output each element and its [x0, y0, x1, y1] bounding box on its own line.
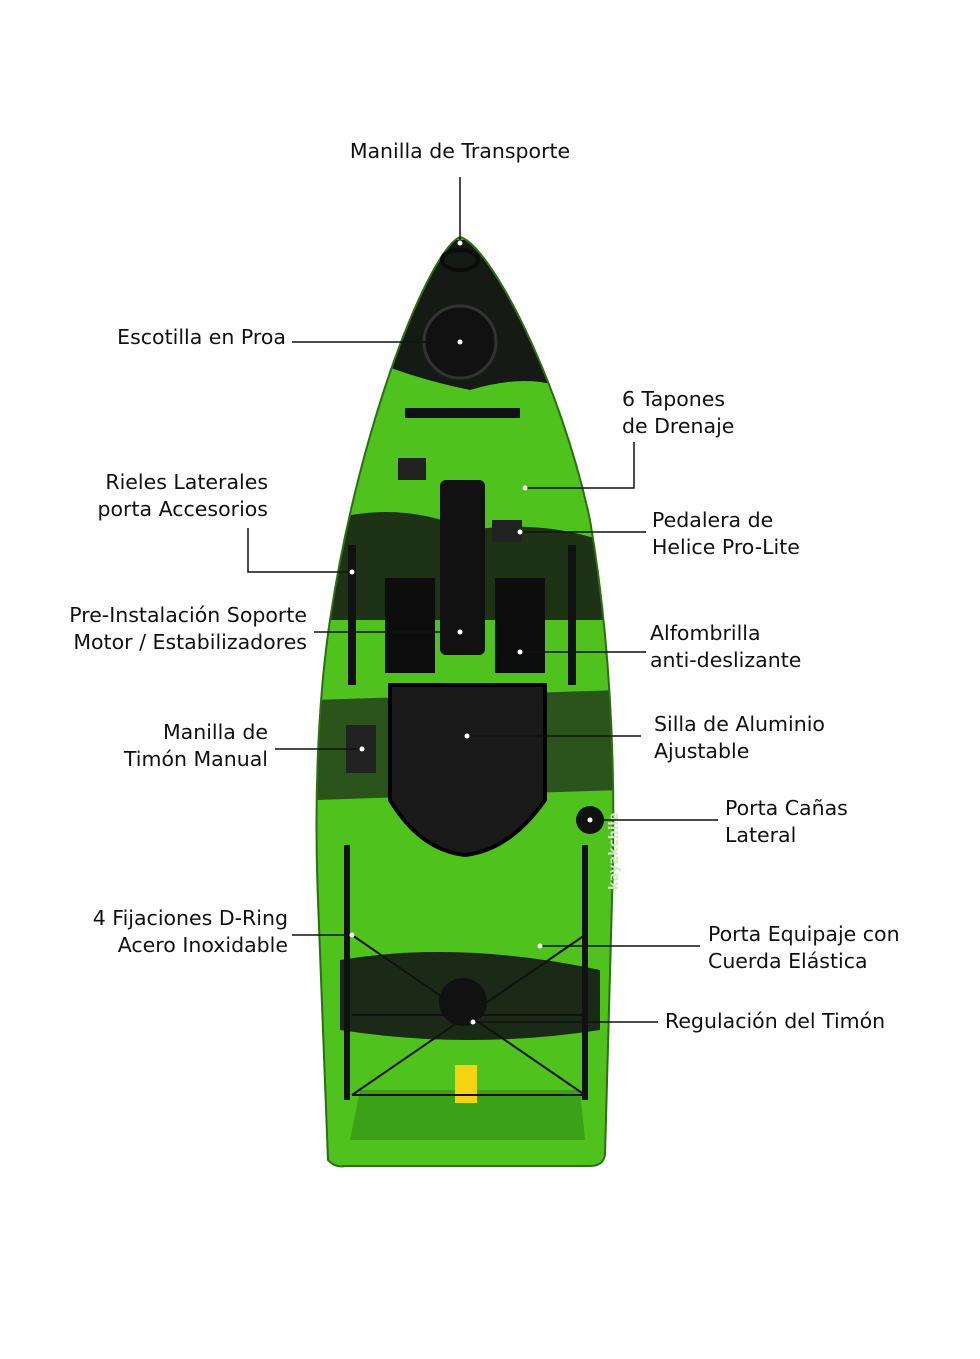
- pedal-drive: [440, 480, 485, 655]
- brand-text: kayakchile: [607, 812, 622, 890]
- anti-slip-mat-left: [385, 578, 435, 673]
- anti-slip-mat-right: [495, 578, 545, 673]
- label-bow-hatch: Escotilla en Proa: [117, 325, 286, 349]
- transport-handle: [440, 248, 480, 272]
- label-transport-handle: Manilla de Transporte: [349, 139, 571, 163]
- yellow-tag: [455, 1065, 477, 1103]
- leader-lines: [247, 177, 718, 1023]
- leader-dots: [349, 240, 593, 1025]
- label-rudder-adjust: Regulación del Timón: [665, 1009, 886, 1033]
- bungee-cord: [351, 934, 586, 1096]
- seat: [388, 683, 547, 858]
